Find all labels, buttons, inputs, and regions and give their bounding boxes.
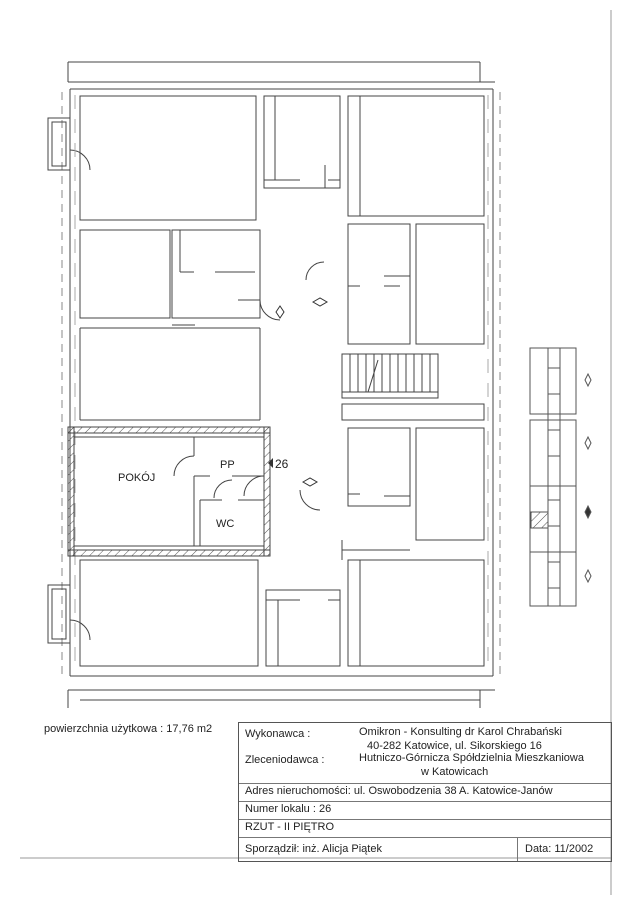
usable-area-text: powierzchnia użytkowa : 17,76 m2 <box>44 723 213 735</box>
contractor-label: Wykonawca : <box>245 728 311 740</box>
floor-label: RZUT - II PIĘTRO <box>245 821 335 833</box>
unit-number-row: Numer lokalu : 26 <box>239 801 611 820</box>
unit-number: Numer lokalu : 26 <box>245 803 332 815</box>
room-label-wc: WC <box>216 518 235 530</box>
title-block: Wykonawca : Omikron - Konsulting dr Karo… <box>238 722 612 862</box>
floor-row: RZUT - II PIĘTRO <box>239 819 611 838</box>
room-label-pokoj: POKÓJ <box>118 472 156 484</box>
room-label-pp: PP <box>220 459 235 471</box>
client-label: Zleceniodawca : <box>245 754 325 766</box>
date-text: Data: 11/2002 <box>525 843 594 855</box>
property-address: Adres nieruchomości: ul. Oswobodzenia 38… <box>245 785 553 797</box>
date-divider <box>517 837 518 861</box>
client-line-1: Hutniczo-Górnicza Spółdzielnia Mieszkani… <box>359 752 584 764</box>
author-text: Sporządził: inż. Alicja Piątek <box>245 843 382 855</box>
author-row: Sporządził: inż. Alicja Piątek Data: 11/… <box>239 837 611 861</box>
client-line-2: w Katowicach <box>421 766 489 778</box>
title-block-header: Wykonawca : Omikron - Konsulting dr Karo… <box>239 723 611 784</box>
contractor-line-2: 40-282 Katowice, ul. Sikorskiego 16 <box>367 740 542 752</box>
unit-marker-label: 26 <box>275 457 289 471</box>
address-row: Adres nieruchomości: ul. Oswobodzenia 38… <box>239 783 611 802</box>
contractor-line-1: Omikron - Konsulting dr Karol Chrabański <box>359 726 562 738</box>
